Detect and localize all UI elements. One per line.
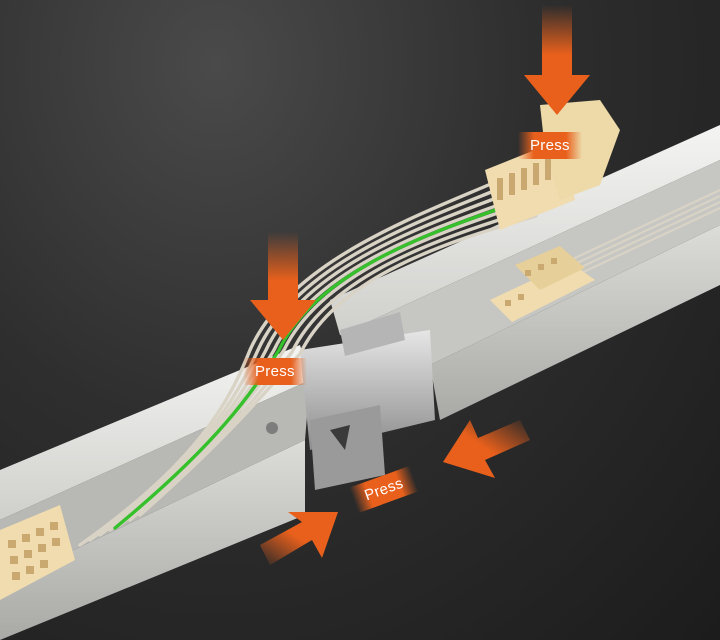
arrow-right-icon (260, 512, 338, 565)
arrow-down-icon (524, 5, 590, 115)
terminal-block-left (0, 505, 75, 600)
press-label-top: Press (518, 132, 582, 159)
arrow-down-icon (250, 232, 316, 340)
terminal-block-middle (490, 246, 595, 322)
wire-bundle (78, 178, 538, 547)
press-label-middle: Press (243, 358, 307, 385)
metal-coupler (266, 312, 435, 490)
push-connector (485, 100, 620, 230)
arrow-left-icon (443, 420, 530, 478)
